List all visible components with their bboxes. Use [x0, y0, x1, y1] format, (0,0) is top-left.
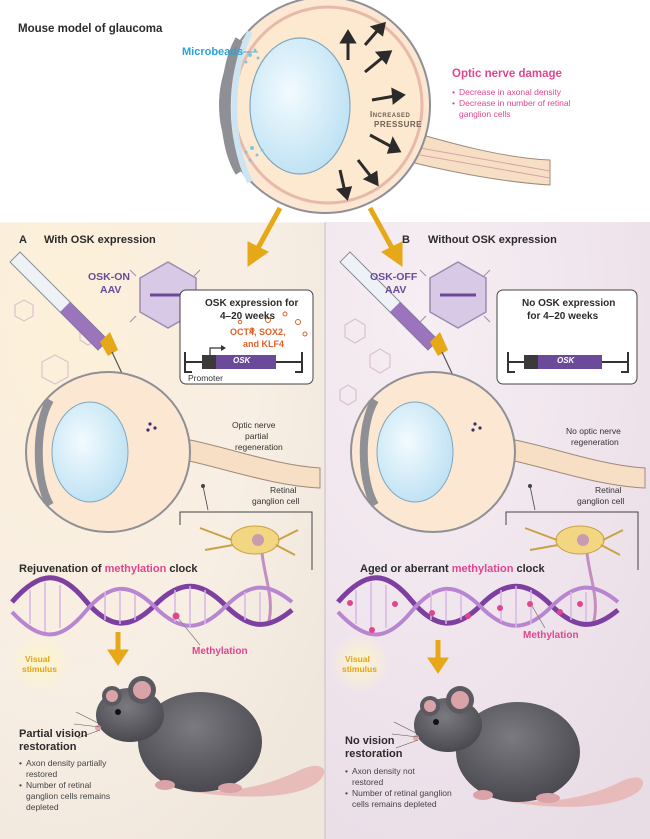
panel-a-rgc-line2: ganglion cell — [252, 496, 300, 506]
panel-b-bullet-cont-text: cells remains depleted — [352, 799, 437, 809]
clock-suffix: clock — [513, 563, 545, 575]
panel-a-promoter: Promoter — [188, 373, 223, 383]
lens — [249, 37, 351, 175]
panel-a-aav-line1: OSK-ON — [88, 271, 130, 283]
glaucoma-eye — [219, 0, 551, 214]
pressure-arrows — [335, 21, 406, 201]
panel-b-rgc-line2: ganglion cell — [577, 496, 625, 506]
visual-stimulus-glow-a — [10, 633, 70, 693]
panel-b-nerve-line2: regeneration — [571, 437, 619, 447]
increased-label: Increased — [370, 110, 411, 119]
panel-a-expression-line2: 4–20 weeks — [220, 311, 276, 322]
panel-b-osk: OSK — [557, 356, 575, 365]
dna-b — [336, 575, 620, 637]
panel-b-bullet: Axon density not — [345, 766, 452, 777]
top-arrows — [247, 206, 403, 267]
panel-b-aav-line2: AAV — [385, 284, 407, 296]
clock-methylation: methylation — [104, 563, 167, 575]
panel-a-letter: A — [19, 234, 27, 246]
mouse-a — [73, 676, 325, 797]
panel-b-bullet-cont-text: restored — [352, 777, 384, 787]
panel-a-bullet: Axon density partially — [19, 758, 110, 769]
panel-a-expression-line1: OSK expression for — [205, 298, 299, 309]
panel-a-aav-line2: AAV — [100, 284, 122, 296]
panel-a-osk: OSK — [233, 356, 251, 365]
pressure-label: pressure — [374, 120, 423, 129]
panel-a-title: With OSK expression — [44, 234, 156, 246]
panel-a-bullet: Number of retinal — [19, 780, 110, 791]
arrow-b — [427, 640, 449, 674]
panel-b-visual-line1: Visual — [345, 654, 370, 664]
panel-a-art — [9, 251, 325, 797]
syringe-b — [339, 251, 473, 417]
panel-b-bullet: Number of retinal ganglion — [345, 788, 452, 799]
panel-b-aav-line1: OSK-OFF — [370, 271, 418, 283]
clock-methylation: methylation — [451, 563, 514, 575]
aav-b — [419, 261, 491, 329]
panel-a-nerve-line2: partial — [245, 431, 269, 441]
syringe-a — [9, 251, 143, 417]
panel-b-methylation: Methylation — [523, 630, 579, 641]
panel-b-clock-label: Aged or aberrant methylation clock — [360, 563, 545, 575]
panel-a-bullet-cont: ganglion cells remains — [19, 791, 110, 802]
panel-b-bullet-cont: restored — [345, 777, 452, 788]
panel-a-factors-line1: OCT4, SOX2, — [230, 327, 286, 337]
panel-a-bullet-cont: depleted — [19, 802, 110, 813]
panel-a-visual-line1: Visual — [25, 654, 50, 664]
osk-construct-a — [184, 345, 303, 373]
panel-a-clock-label: Rejuvenation of methylation clock — [19, 563, 197, 575]
panel-a-nerve-line3: regeneration — [235, 442, 283, 452]
panel-a-methylation: Methylation — [192, 646, 248, 657]
panel-a-bullet-cont: restored — [19, 769, 110, 780]
damage-bullet: Decrease in axonal density — [452, 87, 571, 98]
panel-a-nerve-line1: Optic nerve — [232, 420, 276, 430]
dna-a — [10, 575, 294, 646]
panel-b-letter: B — [402, 234, 410, 246]
microbeads-label: Microbeads — [182, 46, 244, 58]
microbeads-dots — [244, 48, 264, 162]
panel-a-bullet-cont-text: depleted — [26, 802, 59, 812]
panel-a-bullets: Axon density partially restored Number o… — [19, 758, 110, 813]
panel-a-result-line1: Partial vision — [19, 728, 88, 740]
eye-b — [350, 371, 646, 533]
panel-b-title: Without OSK expression — [428, 234, 557, 246]
protein-circles-a — [237, 311, 308, 337]
panel-a-factors-line2: and KLF4 — [243, 339, 285, 349]
arrow-a — [107, 632, 129, 666]
panel-b-rgc-line1: Retinal — [595, 485, 622, 495]
panel-a-bullet-cont-text: restored — [26, 769, 58, 779]
panel-a-result-line2: restoration — [19, 741, 77, 753]
panel-b-result-line2: restoration — [345, 748, 403, 760]
visual-stimulus-glow-b — [330, 633, 390, 693]
figure-title: Mouse model of glaucoma — [18, 23, 163, 35]
panel-a-bullet-cont-text: ganglion cells remains — [26, 791, 111, 801]
osk-construct-b — [507, 352, 629, 373]
panel-a-visual-line2: stimulus — [22, 664, 57, 674]
panel-b-art — [330, 251, 646, 807]
clock-prefix: Rejuvenation of — [19, 563, 105, 575]
damage-bullet: Decrease in number of retinal — [452, 98, 571, 109]
panel-a-rgc-line1: Retinal — [270, 485, 297, 495]
panel-b-nerve-line1: No optic nerve — [566, 426, 621, 436]
clock-prefix: Aged or aberrant — [360, 563, 452, 575]
damage-title: Optic nerve damage — [452, 68, 562, 80]
eye-a — [25, 371, 321, 533]
mouse-b — [391, 686, 644, 807]
damage-bullets: Decrease in axonal density Decrease in n… — [452, 87, 571, 120]
damage-bullet-continued: ganglion cells — [459, 109, 511, 119]
neuron-box-a — [179, 511, 313, 626]
panel-b-bullet-cont: cells remains depleted — [345, 799, 452, 810]
panel-b-expression-line2: for 4–20 weeks — [527, 311, 599, 322]
panel-b-visual-line2: stimulus — [342, 664, 377, 674]
damage-bullet: ganglion cells — [452, 109, 571, 120]
panel-b-expression-line1: No OSK expression — [522, 298, 616, 309]
clock-suffix: clock — [166, 563, 198, 575]
panel-b-bullets: Axon density not restored Number of reti… — [345, 766, 452, 810]
panel-b-result-line1: No vision — [345, 735, 395, 747]
